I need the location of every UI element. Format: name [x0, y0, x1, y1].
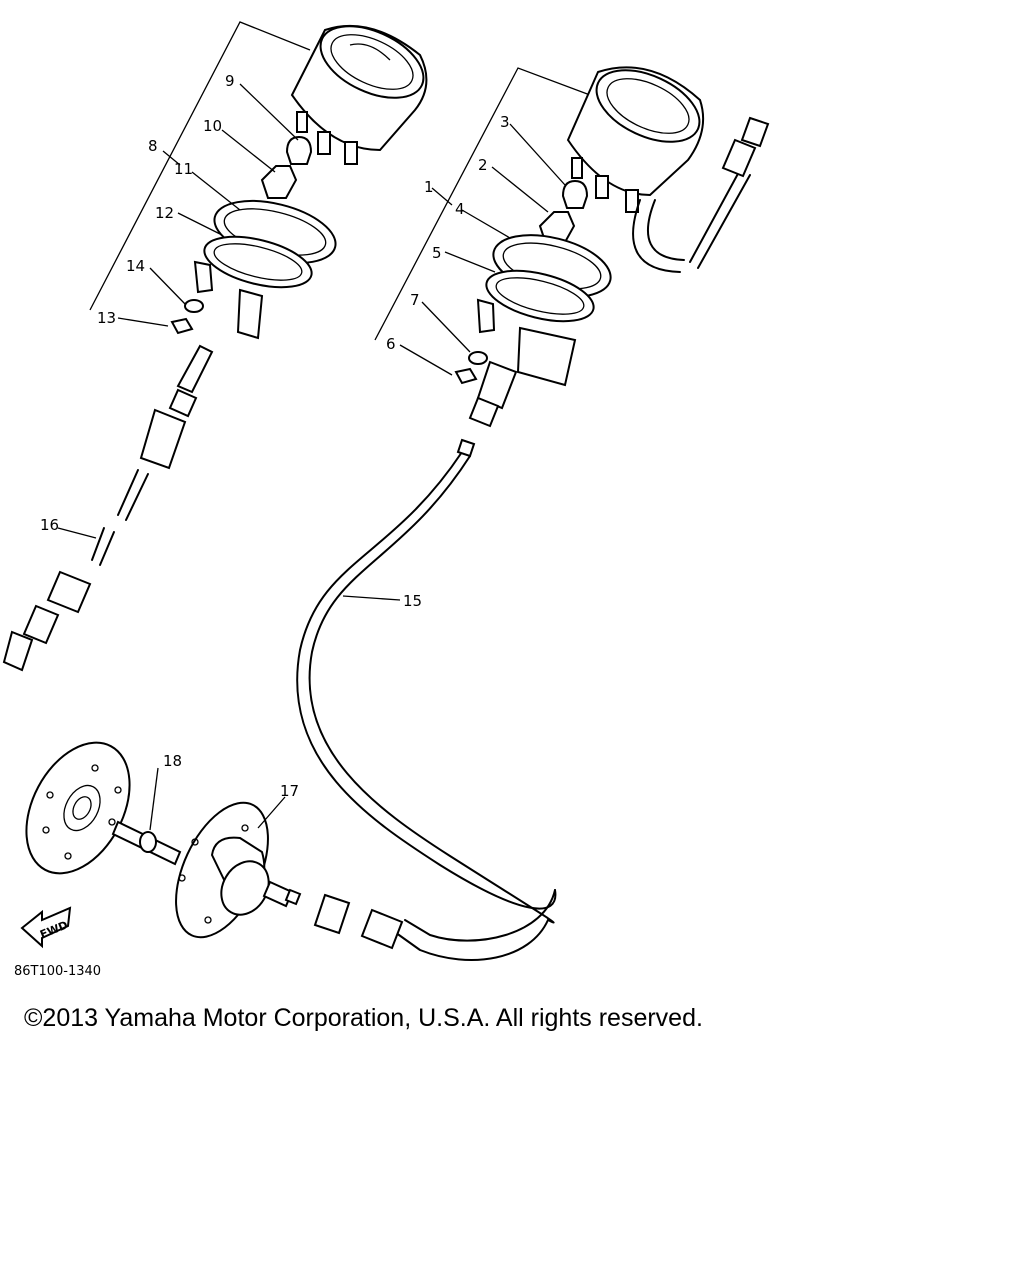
left-socket [260, 165, 298, 199]
left-washer-14 [184, 299, 204, 313]
callout-6: 6 [386, 335, 396, 353]
right-wire-loop [632, 199, 685, 273]
speedometer-cable-15: 15 [296, 438, 557, 961]
callout-14: 14 [126, 257, 145, 275]
drawing-code: 86T100-1340 [14, 964, 101, 979]
callout-4: 4 [455, 200, 465, 218]
right-stud-c [625, 189, 639, 213]
callout-3: 3 [500, 113, 510, 131]
left-bracket [193, 260, 264, 340]
right-meter-housing [566, 66, 705, 197]
right-nut-6 [454, 367, 478, 385]
right-gasket-ring [485, 269, 595, 323]
callout-8: 8 [148, 137, 158, 155]
callout-9: 9 [225, 72, 235, 90]
right-bracket [476, 298, 577, 387]
left-nut-13 [170, 317, 194, 335]
callout-7: 7 [410, 291, 420, 309]
callout-17: 17 [280, 782, 299, 800]
left-cable-16: 16 [2, 344, 214, 672]
hub-disc [25, 741, 131, 875]
left-bracket-line [89, 21, 311, 311]
left-stud-a [296, 111, 308, 133]
right-washer-7 [468, 351, 488, 365]
callout-1: 1 [424, 178, 434, 196]
callout-2: 2 [478, 156, 488, 174]
callout-18: 18 [163, 752, 182, 770]
right-gauge-assembly: 3 2 1 4 5 7 6 [374, 66, 770, 428]
right-stud-a [571, 157, 583, 179]
callout-16: 16 [40, 516, 59, 534]
drive-pin-18: 18 [111, 752, 182, 866]
right-drive-fitting [476, 360, 518, 410]
left-stud-c [344, 141, 358, 165]
callout-10: 10 [203, 117, 222, 135]
gear-unit-17: 17 [175, 782, 302, 939]
callout-5: 5 [432, 244, 442, 262]
fwd-arrow-icon: FWD [20, 906, 72, 949]
right-bulb [561, 179, 589, 209]
callout-15: 15 [403, 592, 422, 610]
right-bracket-line [374, 67, 591, 341]
parts-diagram: 9 10 8 11 12 14 13 16 [2, 21, 770, 979]
callout-12: 12 [155, 204, 174, 222]
left-bulb [285, 135, 313, 165]
copyright-notice: ©2013 Yamaha Motor Corporation, U.S.A. A… [24, 1004, 703, 1032]
callout-13: 13 [97, 309, 116, 327]
right-stud-b [595, 175, 609, 199]
left-meter-housing [290, 24, 428, 152]
left-stud-b [317, 131, 331, 155]
callout-11: 11 [174, 160, 193, 178]
right-short-cable [689, 169, 751, 269]
left-gasket-ring [203, 235, 313, 289]
left-gauge-assembly: 9 10 8 11 12 14 13 [89, 21, 428, 340]
